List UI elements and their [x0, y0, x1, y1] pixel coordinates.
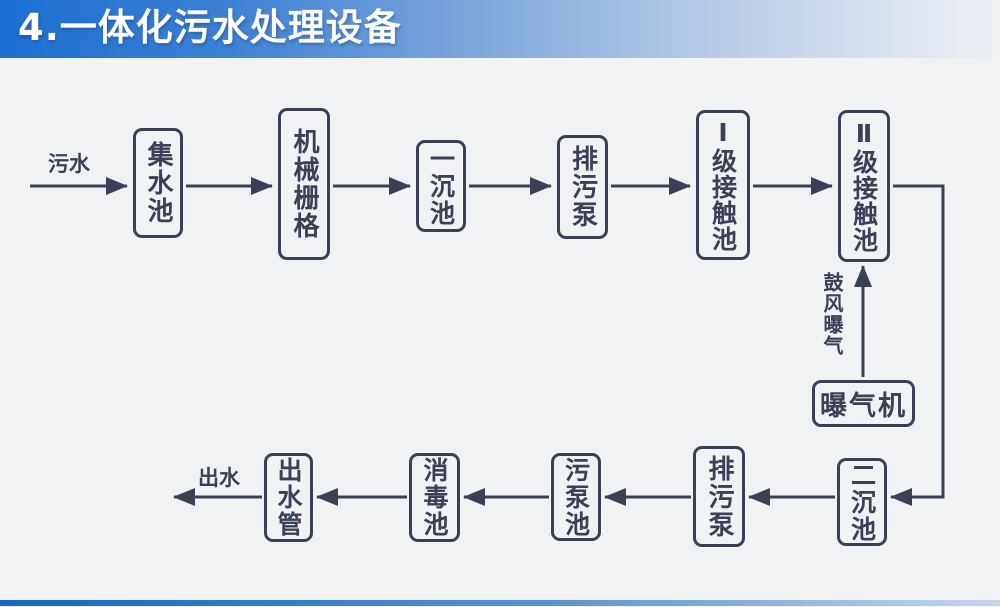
label-effluent: 出水: [198, 466, 240, 490]
node-label: 消毒池: [420, 457, 449, 538]
node-sewage-pump-top: 排污泵: [557, 135, 608, 239]
title-banner: 4.一体化污水处理设备: [0, 0, 1000, 58]
node-label: 出水管: [274, 457, 303, 538]
node-sludge-pump-tank: 污泵池: [551, 453, 601, 541]
node-label: 二沉池: [847, 461, 877, 543]
node-label: Ⅱ级接触池: [849, 119, 879, 253]
page-title: 4.一体化污水处理设备: [18, 6, 402, 49]
footer-accent-bar: [0, 600, 1000, 606]
node-label: 集水池: [143, 141, 173, 225]
node-label: 污泵池: [561, 456, 591, 538]
node-mechanical-grid: 机械栅格: [278, 108, 330, 260]
node-stage1-contact-tank: Ⅰ级接触池: [696, 110, 750, 260]
node-sewage-pump-bottom: 排污泵: [693, 446, 745, 547]
arrow-stage2-to-secondary-sed: [890, 184, 945, 506]
node-secondary-sedimentation-tank: 二沉池: [837, 458, 887, 546]
node-label: Ⅰ级接触池: [708, 118, 738, 252]
label-blast-aeration: 鼓风曝气: [820, 272, 844, 356]
node-stage2-contact-tank: Ⅱ级接触池: [838, 110, 890, 262]
node-outlet-pipe: 出水管: [264, 453, 313, 542]
node-label: 排污泵: [704, 454, 734, 539]
node-label: 曝气机: [820, 391, 907, 422]
node-primary-sedimentation-tank: 一沉池: [416, 140, 466, 232]
node-label: 一沉池: [426, 145, 456, 227]
label-influent: 污水: [48, 152, 90, 176]
node-collecting-tank: 集水池: [133, 128, 183, 238]
node-aerator: 曝气机: [812, 380, 915, 427]
node-label: 机械栅格: [289, 128, 319, 240]
node-disinfection-tank: 消毒池: [409, 453, 460, 542]
node-label: 排污泵: [567, 145, 598, 229]
